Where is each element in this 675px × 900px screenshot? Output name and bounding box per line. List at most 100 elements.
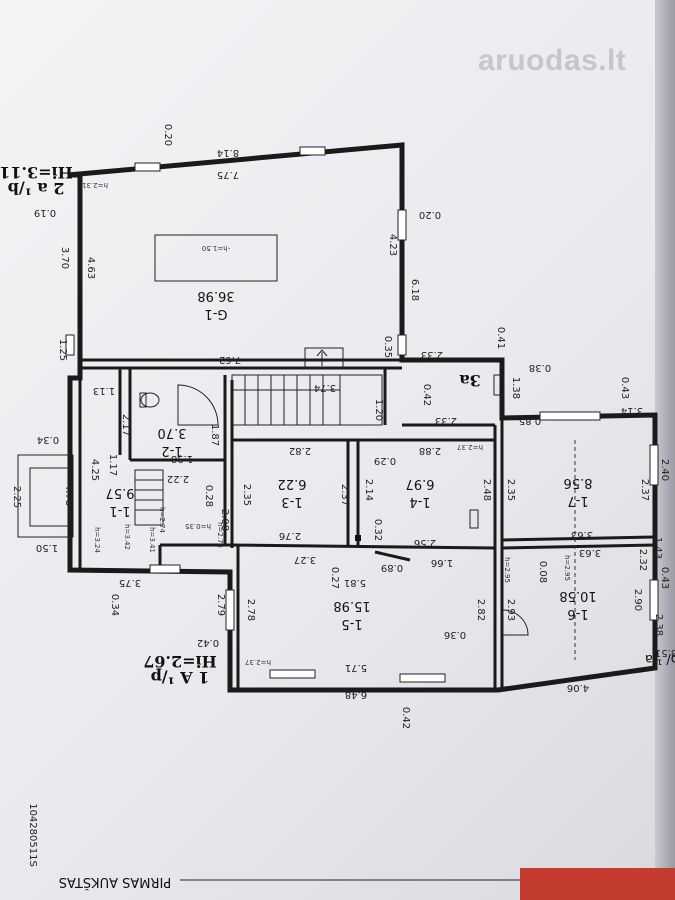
bathroom-fixtures bbox=[139, 384, 219, 426]
dim: 2.35 bbox=[505, 479, 516, 501]
aruodas-watermark-logo: aruodas.lt bbox=[478, 44, 627, 77]
dim: 2.76 bbox=[279, 530, 301, 541]
upper-level-height: Hi=3.11 bbox=[0, 163, 73, 182]
dim: 1.13 bbox=[93, 385, 115, 396]
dim: 1.98 bbox=[171, 453, 193, 464]
chimney-mark bbox=[355, 535, 361, 541]
door-swing bbox=[502, 609, 529, 636]
dim: 0.38 bbox=[529, 362, 551, 373]
dim: 1.87 bbox=[209, 424, 220, 446]
lower-level-code: 1 A ¹/p bbox=[151, 668, 210, 687]
page-edge-shadow bbox=[655, 0, 675, 900]
room-1-3-id: 1-3 bbox=[281, 494, 302, 509]
sheet-number: 104280511S bbox=[27, 803, 38, 867]
height-mark: h=2.95 bbox=[503, 557, 511, 583]
dim: 2.82 bbox=[289, 445, 311, 456]
stair-3a-box bbox=[493, 374, 505, 396]
height-mark: h=3.24 bbox=[93, 527, 101, 553]
dimension-labels: 8.14 7.75 0.20 0.20 0.19 3.70 4.63 4.23 … bbox=[11, 124, 675, 729]
dim: 1.17 bbox=[107, 454, 118, 476]
dim: 2.32 bbox=[637, 549, 648, 571]
height-mark: h=3.42 bbox=[123, 524, 131, 550]
height-mark: h=2.37 bbox=[245, 658, 271, 666]
dim: 5.81 bbox=[344, 577, 366, 588]
dim: 3.14 bbox=[621, 405, 643, 416]
room-1-4-id: 1-4 bbox=[409, 494, 430, 509]
dim: 0.08 bbox=[537, 561, 548, 583]
windows bbox=[65, 146, 659, 683]
dim: 0.35 bbox=[382, 336, 393, 358]
sheet-title: PIRMAS AUKŠTAS bbox=[59, 874, 171, 890]
dim: 0.28 bbox=[203, 485, 214, 507]
height-mark: h=2.31 bbox=[82, 181, 108, 189]
dim: 6.48 bbox=[345, 689, 367, 700]
dim: 2.38 bbox=[653, 614, 664, 636]
room-1-5-id: 1-5 bbox=[341, 616, 362, 631]
dim: 1.38 bbox=[510, 377, 521, 399]
room-1-5-area: 15.98 bbox=[333, 598, 370, 613]
room-1-2-area: 3.70 bbox=[158, 425, 187, 440]
dim: 4.78 bbox=[63, 484, 74, 506]
dim: 0.85 bbox=[519, 415, 541, 426]
dim: 4.23 bbox=[387, 234, 398, 256]
red-background-strip bbox=[520, 868, 675, 900]
room-labels: G-1 36.98 1-1 9.57 1-2 3.70 1-3 6.22 1-4… bbox=[106, 244, 597, 631]
floor-mark-box bbox=[154, 234, 278, 282]
dim: 3.74 bbox=[314, 382, 336, 393]
dim: 0.42 bbox=[421, 384, 432, 406]
dim: 2.35 bbox=[241, 484, 252, 506]
dim: 0.29 bbox=[374, 455, 396, 466]
height-mark: h=0.35 bbox=[185, 522, 211, 530]
door-opening bbox=[374, 550, 411, 562]
room-1-6-id: 1-6 bbox=[567, 606, 588, 621]
room-1-2-id: 1-2 bbox=[161, 443, 182, 458]
dim: 2.48 bbox=[481, 479, 492, 501]
dim: 2.56 bbox=[414, 537, 436, 548]
room-g1-area: 36.98 bbox=[197, 288, 234, 303]
dim: 0.32 bbox=[372, 519, 383, 541]
dim: 2.14 bbox=[363, 479, 374, 501]
dim: 1.20 bbox=[373, 399, 384, 421]
dim: 4.25 bbox=[89, 459, 100, 481]
dim: 2.33 bbox=[435, 415, 457, 426]
dim: 2.40 bbox=[659, 459, 670, 481]
dim: 3.75 bbox=[119, 577, 141, 588]
dim: 2.08 bbox=[219, 509, 230, 531]
outer-walls bbox=[17, 142, 658, 693]
dim: 3.27 bbox=[294, 554, 316, 565]
dim: 1.43 bbox=[652, 537, 663, 559]
dim: 2.17 bbox=[120, 414, 131, 436]
interior-walls bbox=[78, 358, 656, 690]
room-g1-id: G-1 bbox=[204, 306, 227, 321]
dim: 0.34 bbox=[109, 594, 120, 616]
dim: 2.22 bbox=[167, 473, 189, 484]
height-mark: h=2.74 bbox=[158, 507, 166, 533]
dim: 1.25 bbox=[57, 339, 68, 361]
sheet-title-group: PIRMAS AUKŠTAS bbox=[59, 874, 171, 890]
dim: 0.36 bbox=[444, 629, 466, 640]
dim: 0.34 bbox=[37, 434, 59, 445]
dim: 2.79 bbox=[215, 594, 226, 616]
dim: 4.06 bbox=[567, 682, 589, 693]
height-mark: h=2.37 bbox=[457, 443, 483, 451]
room-1-6-area: 10.58 bbox=[559, 588, 596, 603]
room-1-7-area: 8.56 bbox=[564, 475, 593, 490]
dim: 0.42 bbox=[400, 707, 411, 729]
dim: 3.63 bbox=[571, 529, 593, 540]
upper-level-code: 2 a ¹/b bbox=[8, 179, 65, 198]
dim: 6.18 bbox=[409, 279, 420, 301]
dim: 8.14 bbox=[217, 147, 239, 158]
dim: 0.20 bbox=[419, 209, 441, 220]
dim: 0.27 bbox=[329, 567, 340, 589]
dim: 3.70 bbox=[59, 247, 70, 269]
lower-level-height: Hi=2.67 bbox=[143, 652, 217, 671]
right-level-code: b/ ¹ a bbox=[645, 651, 675, 666]
dim: 1.50 bbox=[36, 542, 58, 553]
height-mark: h=2.95 bbox=[563, 555, 571, 581]
dim: 2.82 bbox=[475, 599, 486, 621]
heater-mark bbox=[469, 509, 479, 529]
dim: 0.42 bbox=[197, 637, 219, 648]
dim: 0.20 bbox=[162, 124, 173, 146]
dim: 2.90 bbox=[632, 589, 643, 611]
